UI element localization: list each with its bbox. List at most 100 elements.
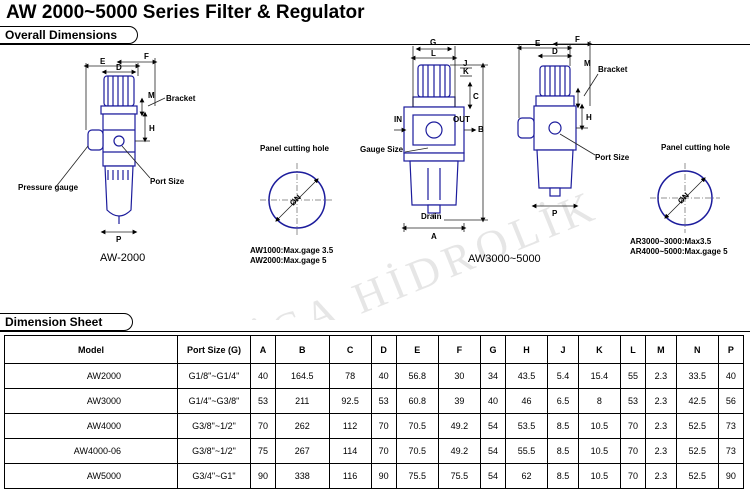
table-cell: 90 bbox=[370, 463, 397, 489]
table-cell: 40 bbox=[717, 363, 745, 389]
dim-label-l: L bbox=[431, 49, 436, 58]
sheet-divider bbox=[0, 331, 750, 332]
dim-label-e: E bbox=[100, 57, 106, 66]
watermark: ERİCA HİDROLİK bbox=[182, 180, 606, 320]
table-cell-port-size: G1/4"~G3/8" bbox=[177, 388, 251, 414]
dim-label-h: H bbox=[149, 124, 155, 133]
table-cell: 70.5 bbox=[395, 438, 439, 464]
diameter-symbol-2: ØN bbox=[676, 191, 691, 206]
dim-label-d: D bbox=[116, 63, 122, 72]
table-cell: 55 bbox=[619, 363, 646, 389]
port-size-label: Port Size bbox=[150, 177, 185, 186]
table-cell: 60.8 bbox=[395, 388, 439, 414]
table-cell: 78 bbox=[328, 363, 372, 389]
table-cell-port-size: G3/8"~1/2" bbox=[177, 438, 251, 464]
dim-label-m: M bbox=[148, 91, 155, 100]
table-cell: 8.5 bbox=[547, 438, 579, 464]
table-cell: 10.5 bbox=[577, 438, 621, 464]
technical-drawings: ERİCA HİDROLİK bbox=[18, 35, 730, 320]
col-j: J bbox=[547, 335, 579, 364]
overall-divider bbox=[0, 44, 750, 45]
dim-label-j: J bbox=[463, 59, 467, 68]
table-cell: 112 bbox=[328, 413, 372, 439]
table-cell: 8.5 bbox=[547, 463, 579, 489]
dim-label-m-side: M bbox=[584, 59, 591, 68]
table-cell: 75.5 bbox=[395, 463, 439, 489]
table-cell-model: AW3000 bbox=[4, 388, 178, 414]
table-cell: 40 bbox=[249, 363, 277, 389]
table-cell: 73 bbox=[717, 413, 745, 439]
col-port-size: Port Size (G) bbox=[177, 335, 251, 364]
bracket-label-side: Bracket bbox=[598, 65, 628, 74]
table-cell-model: AW2000 bbox=[4, 363, 178, 389]
table-cell: 2.3 bbox=[644, 413, 677, 439]
table-cell: 73 bbox=[717, 438, 745, 464]
col-e: E bbox=[395, 335, 439, 364]
table-cell: 90 bbox=[249, 463, 277, 489]
table-cell: 53 bbox=[619, 388, 646, 414]
table-cell-port-size: G3/4"~G1" bbox=[177, 463, 251, 489]
table-cell: 34 bbox=[479, 363, 506, 389]
table-cell: 54 bbox=[479, 413, 506, 439]
table-cell: 90 bbox=[717, 463, 745, 489]
panel-title-2: Panel cutting hole bbox=[661, 143, 730, 152]
table-cell: 338 bbox=[275, 463, 330, 489]
dim-label-f: F bbox=[144, 52, 149, 61]
dim-label-b: B bbox=[478, 125, 484, 134]
dim-label-c: C bbox=[473, 92, 479, 101]
panel-note-2b: AR4000~5000:Max.gage 5 bbox=[630, 247, 728, 256]
table-cell: 70 bbox=[619, 438, 646, 464]
table-cell: 43.5 bbox=[504, 363, 549, 389]
table-header-row: Model Port Size (G) A B C D E F G H J K … bbox=[4, 335, 745, 364]
table-cell: 8.5 bbox=[547, 413, 579, 439]
port-out-label: OUT bbox=[453, 115, 470, 124]
table-cell: 49.2 bbox=[437, 438, 481, 464]
table-cell: 211 bbox=[275, 388, 330, 414]
table-cell: 70 bbox=[249, 413, 277, 439]
table-cell: 92.5 bbox=[328, 388, 372, 414]
table-cell: 52.5 bbox=[675, 413, 719, 439]
dim-label-d-side: D bbox=[552, 47, 558, 56]
table-cell: 33.5 bbox=[675, 363, 719, 389]
table-cell: 2.3 bbox=[644, 438, 677, 464]
panel-note-1b: AW2000:Max.gage 5 bbox=[250, 256, 327, 265]
table-cell: 15.4 bbox=[577, 363, 621, 389]
table-cell: 2.3 bbox=[644, 463, 677, 489]
dim-label-k: K bbox=[463, 67, 469, 76]
table-cell: 10.5 bbox=[577, 413, 621, 439]
col-f: F bbox=[437, 335, 481, 364]
aw2000-drawing bbox=[87, 75, 138, 224]
bracket-label: Bracket bbox=[166, 94, 196, 103]
dim-label-a: A bbox=[431, 232, 437, 241]
table-cell: 46 bbox=[504, 388, 549, 414]
panel-hole-1: Panel cutting hole ØN AW1000:Max.gage 3.… bbox=[250, 144, 334, 265]
dim-label-h-side: H bbox=[586, 113, 592, 122]
dim-label-f-side: F bbox=[575, 35, 580, 44]
table-cell: 70 bbox=[619, 413, 646, 439]
port-in-label: IN bbox=[394, 115, 402, 124]
aw2000-caption: AW-2000 bbox=[100, 252, 145, 264]
aw3000-side-drawing bbox=[517, 65, 577, 197]
table-cell-port-size: G1/8"~G1/4" bbox=[177, 363, 251, 389]
col-m: M bbox=[644, 335, 677, 364]
table-cell: 267 bbox=[275, 438, 330, 464]
table-cell-model: AW4000 bbox=[4, 413, 178, 439]
table-cell: 2.3 bbox=[644, 363, 677, 389]
aw3000-front-drawing bbox=[403, 64, 465, 214]
table-cell: 2.3 bbox=[644, 388, 677, 414]
col-g: G bbox=[479, 335, 506, 364]
table-cell: 164.5 bbox=[275, 363, 330, 389]
table-cell: 262 bbox=[275, 413, 330, 439]
table-cell: 114 bbox=[328, 438, 372, 464]
panel-note-2a: AR3000~3000:Max3.5 bbox=[630, 237, 712, 246]
col-model: Model bbox=[4, 335, 178, 364]
dim-label-e-side: E bbox=[535, 39, 541, 48]
table-cell: 116 bbox=[328, 463, 372, 489]
table-cell: 40 bbox=[479, 388, 506, 414]
table-cell: 54 bbox=[479, 463, 506, 489]
table-cell: 75.5 bbox=[437, 463, 481, 489]
table-cell-port-size: G3/8"~1/2" bbox=[177, 413, 251, 439]
